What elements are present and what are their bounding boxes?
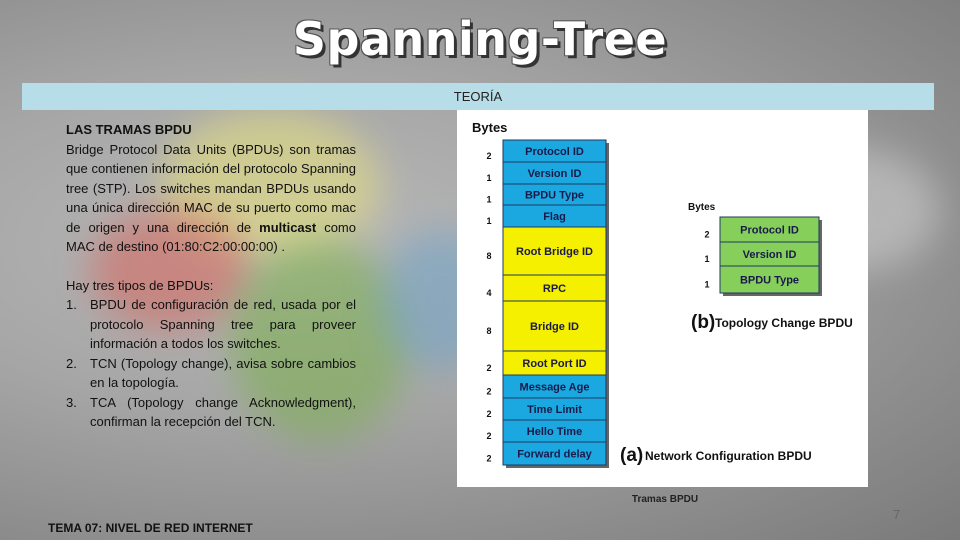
tcn-bpdu-field-box <box>719 265 820 294</box>
spacer <box>66 257 356 276</box>
config-bpdu-letter: (a) <box>620 445 643 466</box>
config-bpdu-field-name: Bridge ID <box>530 321 579 333</box>
config-bpdu-field-name: Version ID <box>528 168 582 180</box>
config-bpdu-field-bytes: 1 <box>486 173 491 183</box>
tcn-bpdu-field-bytes: 1 <box>704 254 709 264</box>
config-bpdu-field-box <box>502 226 607 276</box>
config-bpdu-field-name: RPC <box>543 283 566 295</box>
body-text: LAS TRAMAS BPDU Bridge Protocol Data Uni… <box>66 120 356 432</box>
paragraph-text: Bridge Protocol Data Units (BPDUs) son t… <box>66 141 356 235</box>
tcn-bpdu-field-box <box>719 241 820 267</box>
config-bpdu-field-name: Time Limit <box>527 404 582 416</box>
list-item: 2. TCN (Topology change), avisa sobre ca… <box>66 354 356 393</box>
tcn-bpdu-field-name: Version ID <box>743 249 797 261</box>
config-bpdu-field-bytes: 2 <box>486 409 491 419</box>
section-heading: LAS TRAMAS BPDU <box>66 122 192 137</box>
figure-caption: Tramas BPDU <box>631 494 699 505</box>
bytes-label: Bytes <box>472 120 507 135</box>
types-intro: Hay tres tipos de BPDUs: <box>66 277 214 293</box>
config-bpdu-field-name: Root Bridge ID <box>516 246 593 258</box>
tcn-bpdu-field-bytes: 2 <box>704 230 709 240</box>
bpdu-definition-paragraph: Bridge Protocol Data Units (BPDUs) son t… <box>66 140 356 257</box>
tcn-bpdu-field-bytes: 1 <box>704 280 709 290</box>
config-bpdu-field-bytes: 8 <box>486 251 491 261</box>
tcn-bpdu-letter: (b) <box>691 312 715 333</box>
list-text: TCN (Topology change), avisa sobre cambi… <box>90 355 356 391</box>
config-bpdu-field-bytes: 2 <box>486 454 491 464</box>
config-bpdu-field-name: BPDU Type <box>525 189 584 201</box>
footer-topic: TEMA 07: NIVEL DE RED INTERNET <box>48 521 253 535</box>
multicast-emphasis: multicast <box>259 219 317 235</box>
tcn-bpdu-field-name: Protocol ID <box>740 224 799 236</box>
list-item: 3. TCA (Topology change Acknowledgment),… <box>66 393 356 432</box>
banner-label: TEORÍA <box>453 89 503 104</box>
list-number: 2. <box>66 355 77 371</box>
config-bpdu-field-bytes: 4 <box>486 288 491 298</box>
page-number: 7 <box>893 507 901 522</box>
config-bpdu-field-name: Root Port ID <box>522 358 586 370</box>
config-bpdu-field-name: Flag <box>543 211 566 223</box>
list-item: 1. BPDU de configuración de red, usada p… <box>66 295 356 354</box>
config-bpdu-field-bytes: 8 <box>486 326 491 336</box>
background-map-blob <box>90 210 250 330</box>
config-bpdu-field-bytes: 1 <box>486 216 491 226</box>
config-bpdu-field-box <box>502 441 607 466</box>
list-number: 1. <box>66 297 77 312</box>
tcn-bpdu-label: Topology Change BPDU <box>715 316 853 330</box>
config-bpdu-field-bytes: 2 <box>486 151 491 161</box>
config-bpdu-label: Network Configuration BPDU <box>645 449 812 463</box>
config-bpdu-field-box <box>502 300 607 352</box>
config-bpdu-field-name: Message Age <box>520 381 590 393</box>
list-text: BPDU de configuración de red, usada por … <box>90 297 356 351</box>
paragraph-text: como MAC de destino (01:80:C2:00:00:00) … <box>66 219 356 255</box>
background-map-blob <box>230 240 410 440</box>
section-banner: TEORÍA <box>22 83 934 110</box>
list-number: 3. <box>66 394 77 410</box>
bpdu-types-list: 1. BPDU de configuración de red, usada p… <box>66 295 356 432</box>
config-bpdu-field-bytes: 2 <box>486 431 491 441</box>
config-bpdu-field-name: Protocol ID <box>525 146 584 158</box>
config-bpdu-field-name: Forward delay <box>517 448 592 460</box>
slide-title: Spanning-Tree <box>292 12 668 66</box>
config-bpdu-field-bytes: 2 <box>486 363 491 373</box>
list-text: TCA (Topology change Acknowledgment), co… <box>90 394 356 430</box>
tcn-bpdu-field-name: BPDU Type <box>740 274 799 286</box>
config-bpdu-field-bytes: 2 <box>486 387 491 397</box>
bytes-label: Bytes <box>688 202 716 213</box>
config-bpdu-field-name: Hello Time <box>527 426 582 438</box>
config-bpdu-field-bytes: 1 <box>486 195 491 205</box>
